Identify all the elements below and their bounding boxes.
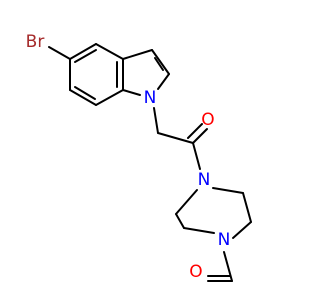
- bond: [183, 227, 215, 234]
- bond: [74, 49, 97, 63]
- atom-label-o-formyl: O: [189, 262, 202, 282]
- molecule-canvas: Br N O N N O: [26, 32, 252, 282]
- bond: [154, 57, 164, 71]
- bond: [153, 107, 159, 134]
- bond: [232, 221, 252, 239]
- bond: [122, 89, 141, 96]
- structure-diagram: Br N O N N O: [26, 32, 252, 282]
- bond: [74, 86, 96, 100]
- bond: [151, 49, 170, 75]
- bond: [48, 46, 71, 60]
- atom-label-n-indole: N: [144, 88, 157, 108]
- bond: [122, 49, 153, 60]
- atom-label-o-amide: O: [201, 110, 214, 130]
- bond: [187, 123, 203, 139]
- bond: [157, 132, 194, 144]
- atom-label-n-piperazine-top: N: [198, 170, 211, 190]
- bond: [95, 89, 124, 106]
- bond: [192, 128, 208, 144]
- bond: [242, 192, 252, 223]
- bond: [69, 43, 97, 60]
- bond: [95, 43, 124, 60]
- bond: [212, 187, 244, 194]
- bond: [157, 73, 170, 90]
- atom-label-n-piperazine-bottom: N: [218, 230, 231, 250]
- bond: [175, 189, 198, 215]
- bond: [69, 89, 97, 106]
- atom-label-br: Br: [26, 32, 45, 52]
- bond: [175, 213, 185, 229]
- bond: [192, 142, 201, 170]
